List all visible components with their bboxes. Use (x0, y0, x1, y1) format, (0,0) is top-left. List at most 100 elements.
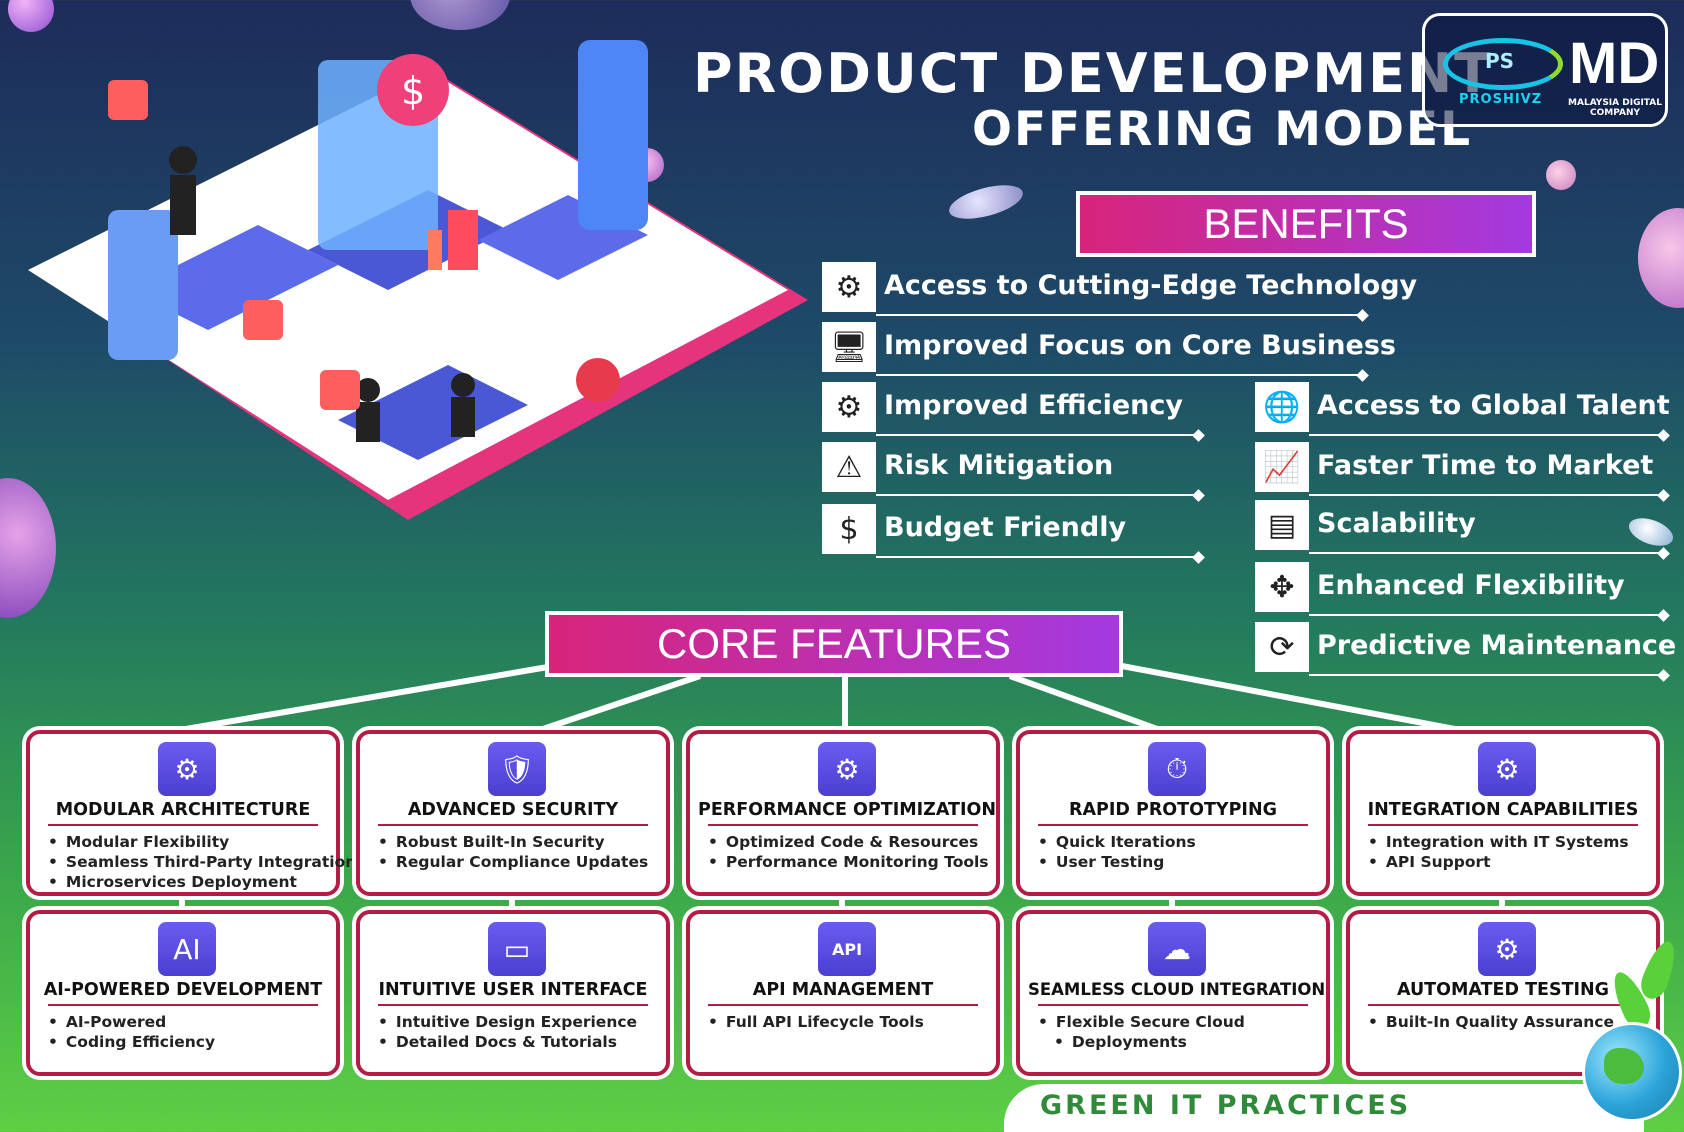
feature-list: Robust Built-In Security Regular Complia… (378, 832, 648, 872)
divider (876, 434, 1198, 436)
divider (876, 374, 1362, 376)
divider (1309, 614, 1665, 616)
feature-title: INTUITIVE USER INTERFACE (378, 980, 648, 1000)
divider (48, 1004, 318, 1006)
bubble-decoration (1546, 160, 1576, 190)
divider (1368, 824, 1638, 826)
divider-end (1192, 551, 1205, 564)
bubble-decoration (410, 0, 510, 30)
shield-icon: 🛡 (488, 742, 546, 796)
benefit-label: Scalability (1317, 508, 1476, 539)
benefit-item: ⚙ Access to Cutting-Edge Technology (822, 262, 1417, 322)
feature-item: AI-Powered (48, 1012, 215, 1032)
benefit-label: Faster Time to Market (1317, 450, 1654, 481)
divider-end (1192, 429, 1205, 442)
divider (708, 824, 978, 826)
feature-title: MODULAR ARCHITECTURE (55, 800, 311, 820)
divider-end (1356, 369, 1369, 382)
feature-title: AI-POWERED DEVELOPMENT (43, 980, 323, 1000)
benefit-item: ▤ Scalability (1255, 500, 1670, 560)
divider-end (1356, 309, 1369, 322)
feature-item: Microservices Deployment (48, 872, 356, 892)
money-hand-icon: $ (822, 504, 876, 554)
feature-title: PERFORMANCE OPTIMIZATION (698, 800, 996, 820)
feature-card: ☁ SEAMLESS CLOUD INTEGRATION Flexible Se… (1016, 910, 1330, 1076)
briefcase-arrows-icon: ✥ (1255, 562, 1309, 612)
divider-end (1657, 547, 1670, 560)
divider-end (1192, 489, 1205, 502)
maintenance-cycle-icon: ⟳ (1255, 622, 1309, 672)
feature-list: Flexible Secure Cloud Deployments (1038, 1012, 1245, 1052)
cloud-code-icon: ☁ (1148, 922, 1206, 976)
feature-item: Quick Iterations (1038, 832, 1196, 852)
feature-item: Optimized Code & Resources (708, 832, 989, 852)
green-it-label: GREEN IT PRACTICES (1040, 1090, 1412, 1121)
feature-item: Built-In Quality Assurance (1368, 1012, 1614, 1032)
isometric-office-illustration: $ (28, 40, 808, 520)
benefit-item: ✥ Enhanced Flexibility (1255, 562, 1670, 622)
feature-title: ADVANCED SECURITY (407, 800, 619, 820)
feature-card: API API MANAGEMENT Full API Lifecycle To… (686, 910, 1000, 1076)
modules-icon: ⚙ (158, 742, 216, 796)
divider (48, 824, 318, 826)
benefits-heading: BENEFITS (1076, 191, 1536, 257)
feature-card: ⚙ PERFORMANCE OPTIMIZATION Optimized Cod… (686, 730, 1000, 896)
gears-chart-icon: ⚙ (822, 382, 876, 432)
benefit-label: Improved Efficiency (884, 390, 1183, 421)
core-features-heading: CORE FEATURES (545, 611, 1123, 677)
gear-network-icon: ⚙ (1478, 742, 1536, 796)
divider (1309, 494, 1665, 496)
divider-end (1657, 429, 1670, 442)
bubble-decoration (8, 0, 54, 32)
benefit-item: $ Budget Friendly (822, 504, 1205, 564)
feature-list: Built-In Quality Assurance (1368, 1012, 1614, 1032)
feature-item: Coding Efficiency (48, 1032, 215, 1052)
feature-card: 🛡 ADVANCED SECURITY Robust Built-In Secu… (356, 730, 670, 896)
monitor-icon: 🖥 (822, 322, 876, 372)
divider-end (1657, 609, 1670, 622)
divider (378, 824, 648, 826)
chip-icon: ⚙ (822, 262, 876, 312)
benefit-item: 📈 Faster Time to Market (1255, 442, 1670, 502)
feature-item: Detailed Docs & Tutorials (378, 1032, 637, 1052)
feature-title: RAPID PROTOTYPING (1069, 800, 1277, 820)
feature-card: ⏱ RAPID PROTOTYPING Quick Iterations Use… (1016, 730, 1330, 896)
test-gear-icon: ⚙ (1478, 922, 1536, 976)
divider (1368, 1004, 1638, 1006)
feature-item: Performance Monitoring Tools (708, 852, 989, 872)
page-title: PRODUCT DEVELOPMENT (693, 42, 1494, 105)
benefit-item: 🌐 Access to Global Talent (1255, 382, 1670, 442)
company-logos: PS PROSHIVZ MD MALAYSIA DIGITAL COMPANY (1422, 13, 1668, 127)
feature-item: Seamless Third-Party Integration (48, 852, 356, 872)
feature-list: Integration with IT Systems API Support (1368, 832, 1629, 872)
divider (1309, 434, 1665, 436)
feature-title: API MANAGEMENT (752, 980, 934, 1000)
globe-people-icon: 🌐 (1255, 382, 1309, 432)
divider (1309, 552, 1665, 554)
divider (378, 1004, 648, 1006)
proshivz-letters: PS (1485, 49, 1515, 73)
divider (876, 556, 1198, 558)
benefit-item: ⟳ Predictive Maintenance (1255, 622, 1676, 682)
feature-item: Full API Lifecycle Tools (708, 1012, 924, 1032)
feature-card: AI AI-POWERED DEVELOPMENT AI-Powered Cod… (26, 910, 340, 1076)
feature-card: ⚙ INTEGRATION CAPABILITIES Integration w… (1346, 730, 1660, 896)
page-subtitle: OFFERING MODEL (972, 102, 1473, 157)
benefit-item: ⚙ Improved Efficiency (822, 382, 1205, 442)
ai-chip-icon: AI (158, 922, 216, 976)
divider (876, 314, 1362, 316)
ui-window-icon: ▭ (488, 922, 546, 976)
md-company-name: MALAYSIA DIGITAL COMPANY (1568, 98, 1662, 118)
bubble-decoration (945, 178, 1027, 226)
feature-item: Intuitive Design Experience (378, 1012, 637, 1032)
feature-item-continued: Deployments (1038, 1032, 1245, 1052)
api-gear-icon: API (818, 922, 876, 976)
benefit-label: Risk Mitigation (884, 450, 1114, 481)
divider-end (1657, 669, 1670, 682)
divider (1038, 824, 1308, 826)
benefit-item: 🖥 Improved Focus on Core Business (822, 322, 1396, 382)
green-it-banner: GREEN IT PRACTICES (1004, 1084, 1644, 1132)
scale-blocks-icon: ▤ (1255, 500, 1309, 550)
feature-item: Robust Built-In Security (378, 832, 648, 852)
svg-text:$: $ (401, 69, 425, 113)
